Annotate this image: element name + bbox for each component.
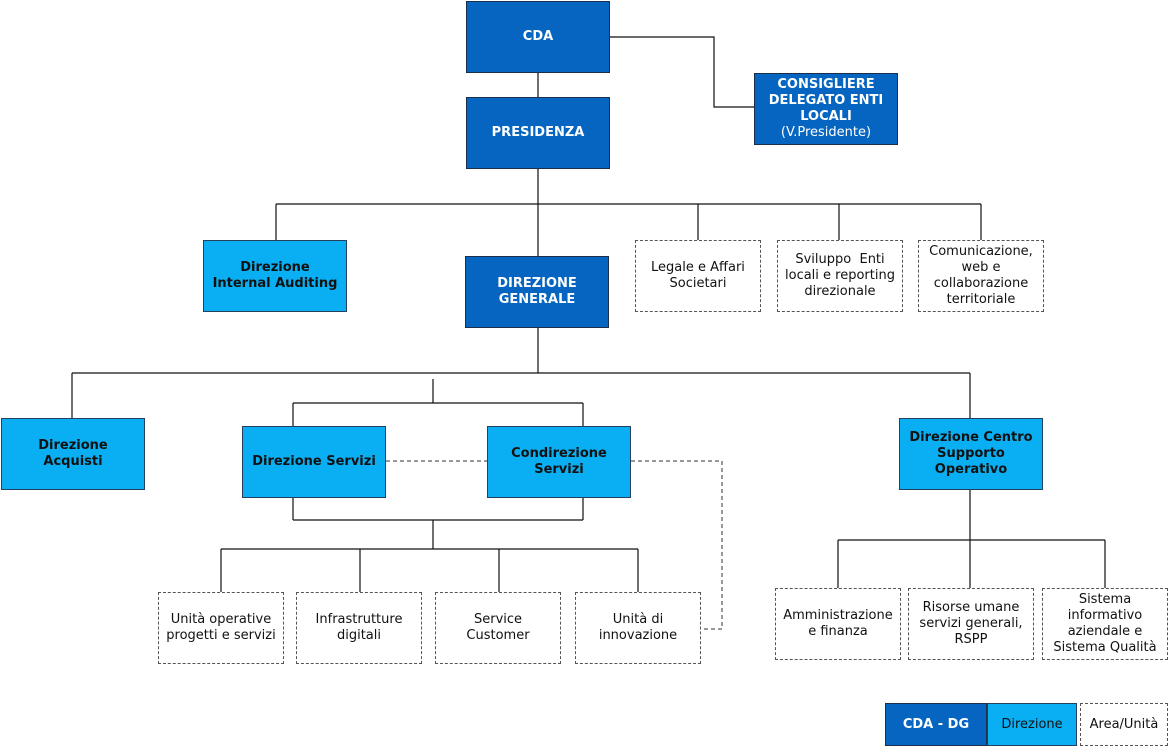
internal-auditing-box: Direzione Internal Auditing xyxy=(203,240,347,312)
consigliere-line-3: LOCALI xyxy=(800,109,852,124)
amministrazione-line-1: Amministrazione xyxy=(783,608,893,623)
direzione-servizi-label: Direzione Servizi xyxy=(252,454,376,469)
direzione-generale-line-2: GENERALE xyxy=(498,292,576,307)
legend-area-unita: Area/Unità xyxy=(1080,703,1168,746)
direzione-generale-line-1: DIREZIONE xyxy=(497,276,577,291)
comunicazione-line-2: web e xyxy=(961,260,1001,275)
legend-cda-dg-label: CDA - DG xyxy=(902,716,970,732)
sistema-informativo-box: Sistema informativo aziendale e Sistema … xyxy=(1042,588,1168,660)
service-customer-box: Service Customer xyxy=(435,592,561,664)
presidenza-label: PRESIDENZA xyxy=(491,125,585,140)
centro-supporto-line-3: Operativo xyxy=(934,462,1008,477)
comunicazione-line-4: territoriale xyxy=(946,292,1016,307)
unita-operative-box: Unità operative progetti e servizi xyxy=(158,592,284,664)
sviluppo-enti-line-3: direzionale xyxy=(804,284,876,299)
legend-cda-dg: CDA - DG xyxy=(885,703,987,746)
service-customer-line-2: Customer xyxy=(466,628,530,643)
comunicazione-line-3: collaborazione xyxy=(933,276,1029,291)
legale-box: Legale e Affari Societari xyxy=(635,240,761,312)
acquisti-box: Direzione Acquisti xyxy=(1,418,145,490)
centro-supporto-line-2: Supporto xyxy=(937,446,1005,461)
acquisti-line-1: Direzione xyxy=(38,438,108,453)
legale-line-2: Societari xyxy=(669,276,727,291)
direzione-servizi-box: Direzione Servizi xyxy=(242,426,386,498)
internal-auditing-line-1: Direzione xyxy=(240,260,310,275)
acquisti-line-2: Acquisti xyxy=(43,454,103,469)
internal-auditing-line-2: Internal Auditing xyxy=(212,276,338,291)
cda-box: CDA xyxy=(466,1,610,73)
sistema-informativo-line-1: Sistema xyxy=(1078,592,1132,607)
service-customer-line-1: Service xyxy=(473,612,523,627)
risorse-umane-line-1: Risorse umane xyxy=(922,600,1020,615)
comunicazione-line-1: Comunicazione, xyxy=(929,244,1033,259)
legend-direzione-label: Direzione xyxy=(1001,716,1063,732)
sviluppo-enti-box: Sviluppo Enti locali e reporting direzio… xyxy=(777,240,903,312)
unita-operative-line-2: progetti e servizi xyxy=(166,628,276,643)
sistema-informativo-line-4: Sistema Qualità xyxy=(1053,640,1157,655)
direzione-generale-box: DIREZIONE GENERALE xyxy=(465,256,609,328)
legale-line-1: Legale e Affari xyxy=(651,260,745,275)
cda-label: CDA xyxy=(522,29,554,44)
sviluppo-enti-line-1: Sviluppo Enti xyxy=(795,252,885,267)
legend-direzione: Direzione xyxy=(987,703,1077,746)
risorse-umane-line-2: servizi generali, xyxy=(919,616,1023,631)
risorse-umane-line-3: RSPP xyxy=(954,632,988,647)
unita-innovazione-line-1: Unità di xyxy=(612,612,664,627)
amministrazione-box: Amministrazione e finanza xyxy=(775,588,901,660)
centro-supporto-line-1: Direzione Centro xyxy=(909,430,1033,445)
risorse-umane-box: Risorse umane servizi generali, RSPP xyxy=(908,588,1034,660)
sviluppo-enti-line-2: locali e reporting xyxy=(785,268,895,283)
consigliere-line-1: CONSIGLIERE xyxy=(777,77,875,92)
infrastrutture-line-2: digitali xyxy=(336,628,381,643)
unita-operative-line-1: Unità operative xyxy=(170,612,272,627)
consigliere-subtitle: (V.Presidente) xyxy=(780,125,872,140)
legend-area-unita-label: Area/Unità xyxy=(1089,716,1159,732)
condirezione-line-1: Condirezione xyxy=(511,446,607,461)
amministrazione-line-2: e finanza xyxy=(808,624,868,639)
sistema-informativo-line-3: aziendale e xyxy=(1067,624,1143,639)
consigliere-line-2: DELEGATO ENTI xyxy=(768,93,884,108)
centro-supporto-box: Direzione Centro Supporto Operativo xyxy=(899,418,1043,490)
comunicazione-box: Comunicazione, web e collaborazione terr… xyxy=(918,240,1044,312)
sistema-informativo-line-2: informativo xyxy=(1067,608,1143,623)
unita-innovazione-box: Unità di innovazione xyxy=(575,592,701,664)
unita-innovazione-line-2: innovazione xyxy=(598,628,678,643)
infrastrutture-line-1: Infrastrutture xyxy=(315,612,403,627)
consigliere-box: CONSIGLIERE DELEGATO ENTI LOCALI (V.Pres… xyxy=(754,73,898,145)
condirezione-line-2: Servizi xyxy=(534,462,584,477)
presidenza-box: PRESIDENZA xyxy=(466,97,610,169)
condirezione-servizi-box: Condirezione Servizi xyxy=(487,426,631,498)
infrastrutture-box: Infrastrutture digitali xyxy=(296,592,422,664)
